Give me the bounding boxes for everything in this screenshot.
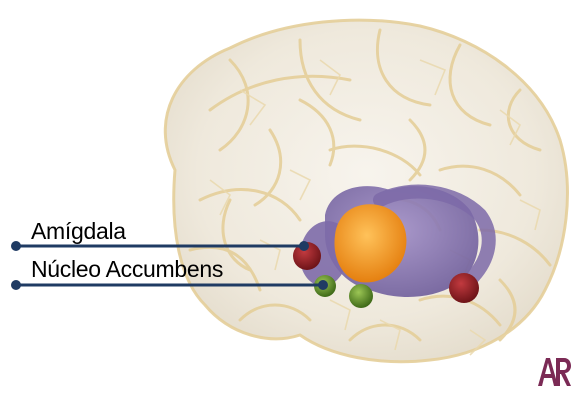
amygdala-label: Amígdala (31, 220, 126, 243)
nucleus-accumbens-node-right (349, 284, 373, 308)
nucleus-accumbens-label: Núcleo Accumbens (31, 258, 223, 281)
ar-logo (536, 354, 572, 388)
amygdala-node-right (449, 273, 479, 303)
